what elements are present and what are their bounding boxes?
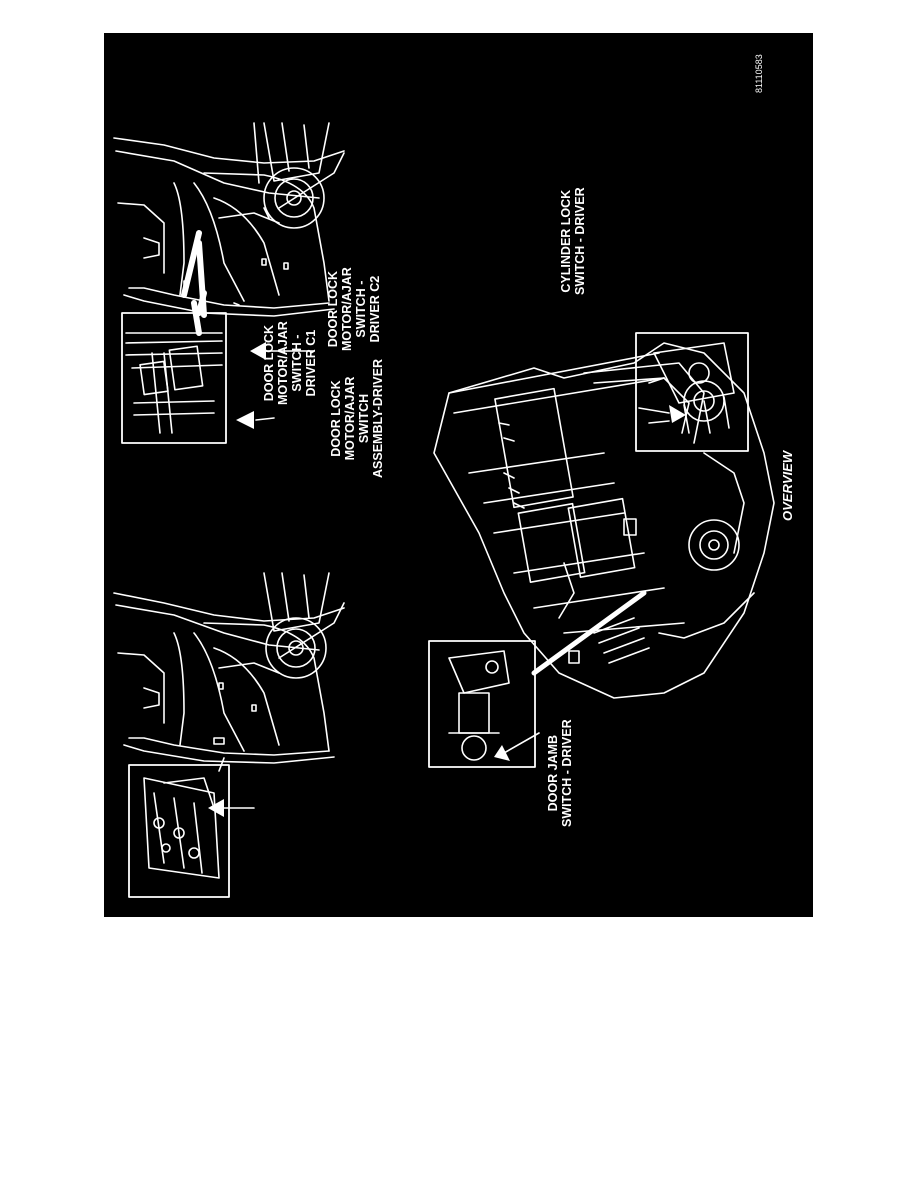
door-view-upper [113, 122, 345, 317]
callout-switch-assembly-driver: DOOR LOCK MOTOR/AJAR SWITCH ASSEMBLY-DRI… [329, 358, 385, 478]
diagram-artwork [113, 122, 775, 898]
leader-lines [191, 240, 670, 809]
arrowheads [208, 342, 686, 817]
diagram-panel: DOOR LOCK MOTOR/AJAR SWITCH ASSEMBLY-DRI… [104, 33, 813, 917]
inset-c1-c2 [121, 312, 227, 444]
inset-door-jamb [428, 640, 536, 768]
van-illustration [433, 342, 775, 699]
inset-cylinder-lock [635, 332, 749, 452]
door-view-left [113, 572, 345, 764]
callout-cylinder-lock-switch: CYLINDER LOCK SWITCH - DRIVER [559, 187, 587, 295]
figure-id: 81110583 [754, 54, 764, 93]
callout-door-lock-driver-c1: DOOR LOCK MOTOR/AJAR SWITCH - DRIVER C1 [262, 321, 318, 405]
inset-assembly [128, 764, 230, 898]
figure-caption: OVERVIEW [780, 450, 795, 521]
callout-door-lock-driver-c2: DOOR LOCK MOTOR/AJAR SWITCH - DRIVER C2 [326, 267, 382, 351]
callout-door-jamb-switch: DOOR JAMB SWITCH - DRIVER [546, 719, 574, 827]
